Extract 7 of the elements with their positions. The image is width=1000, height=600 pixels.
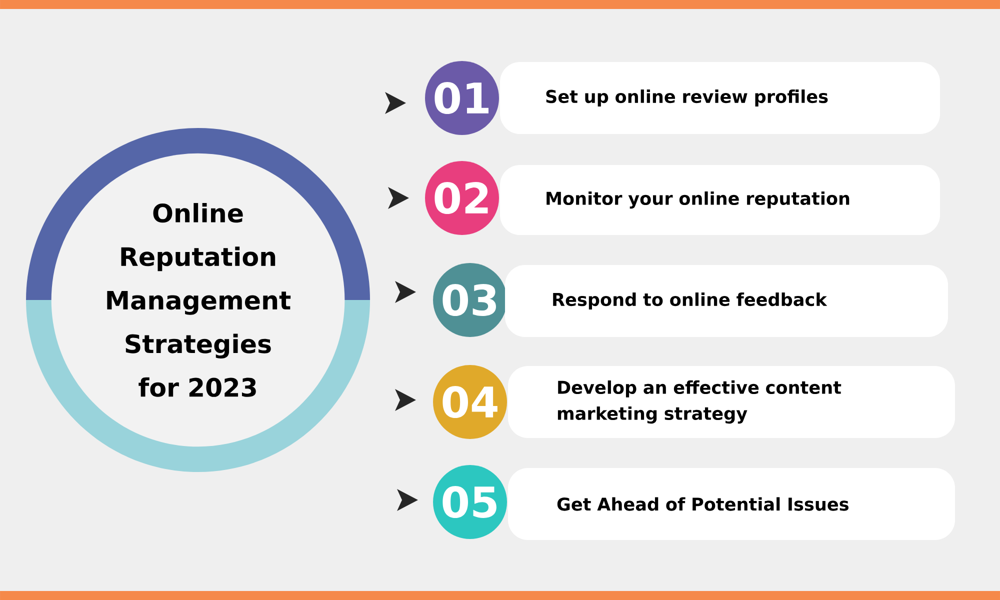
node-label: Online Reputation Management Strategies for 2023	[107, 203, 291, 397]
step-card: Develop an effective content marketing strategy	[508, 366, 956, 438]
step-card: Set up online review profiles	[500, 62, 940, 134]
step-card: Respond to online feedback	[505, 265, 948, 337]
step-card: Monitor your online reputation	[500, 165, 940, 235]
step-card: Get Ahead of Potential Issues	[508, 468, 956, 540]
title-ring: Online Reputation Management Strategies for 2023	[26, 128, 370, 472]
